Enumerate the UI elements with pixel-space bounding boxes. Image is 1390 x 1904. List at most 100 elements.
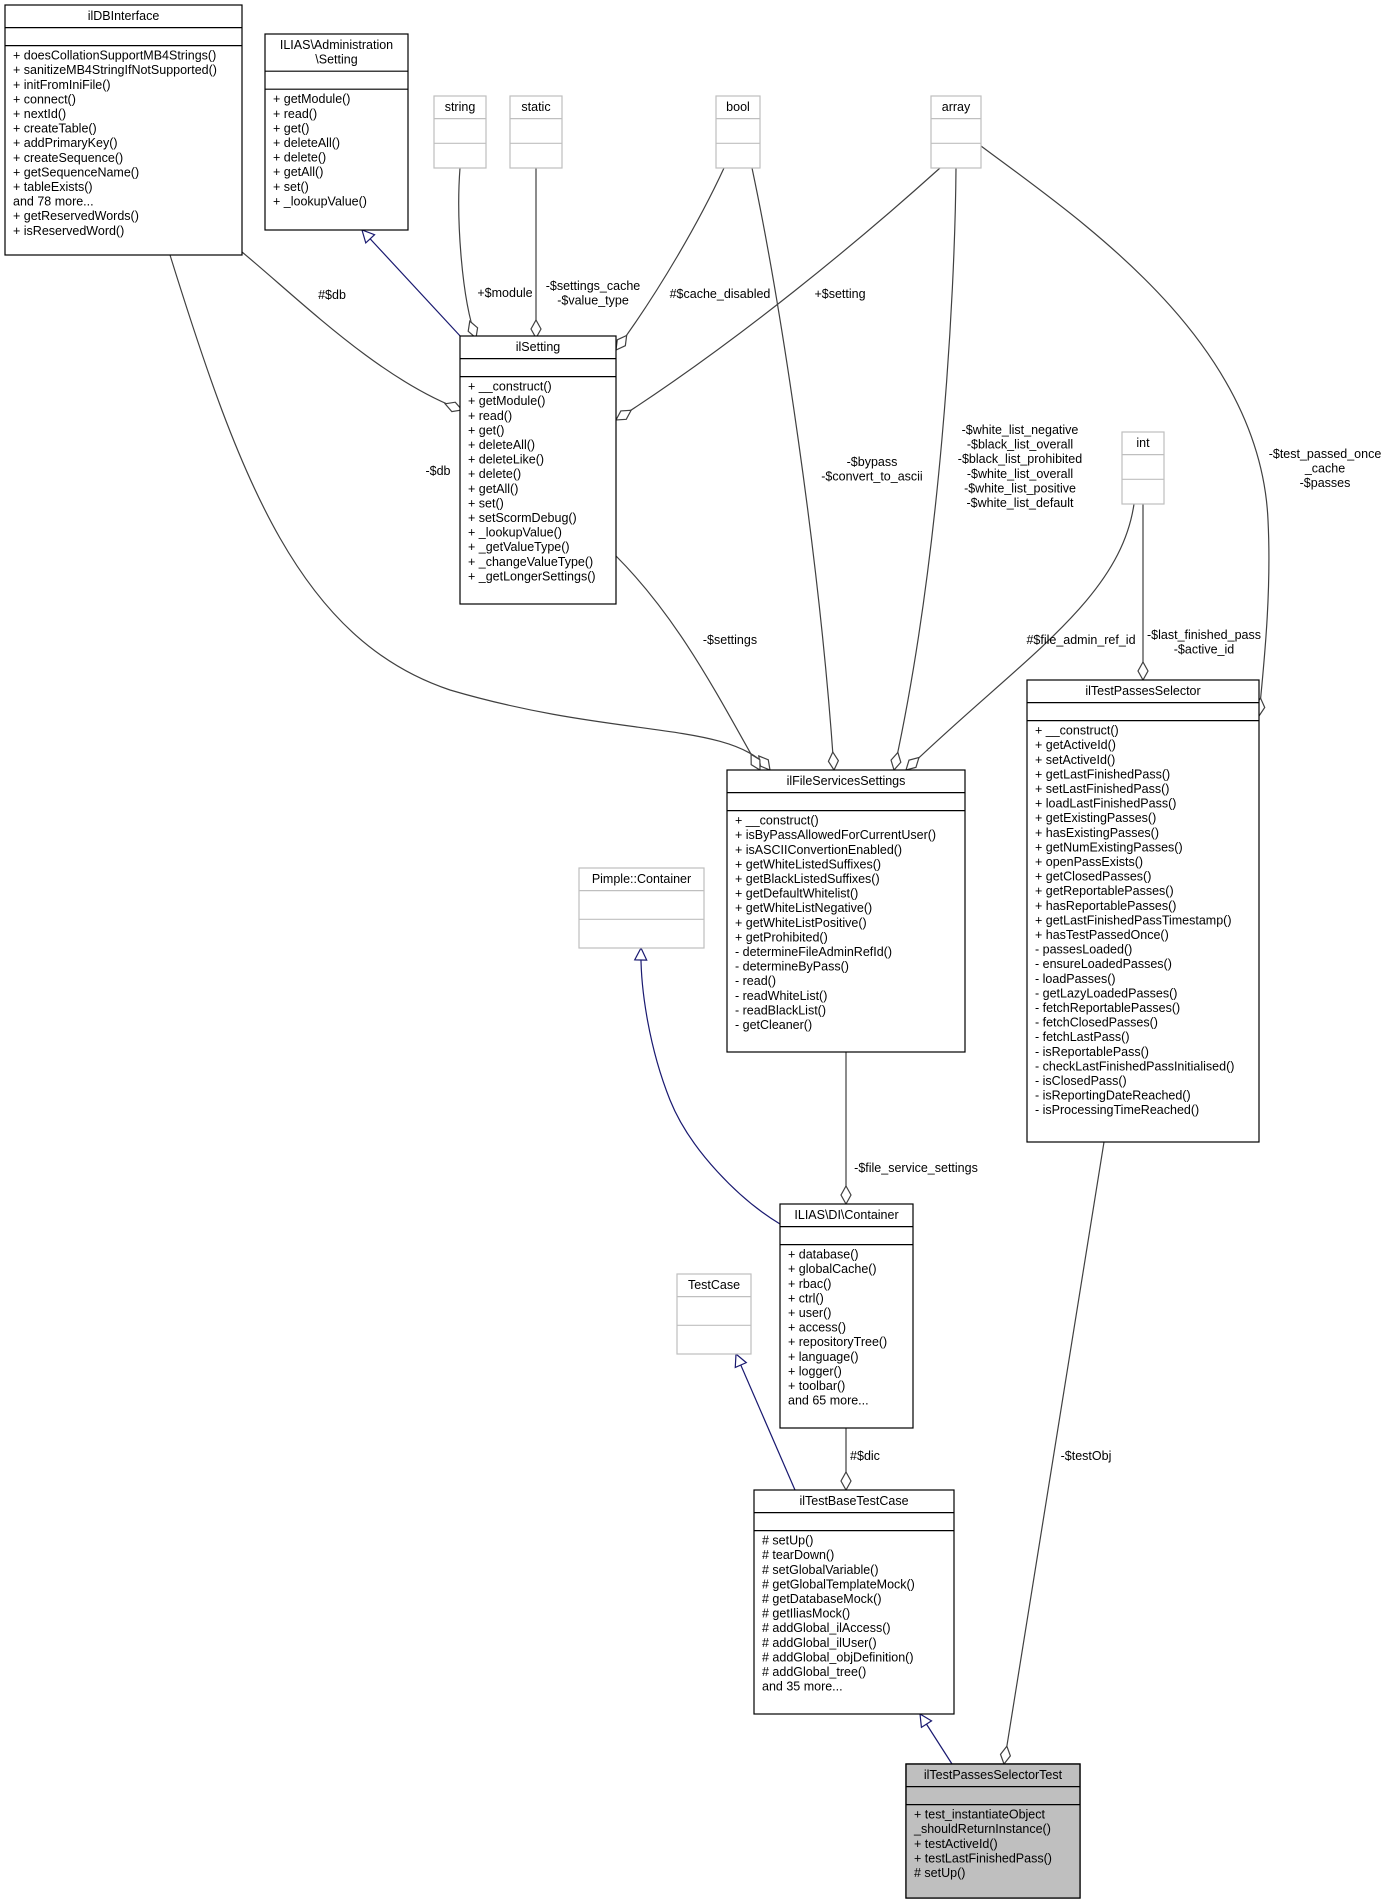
edge-array-to-ilTestPassesSelector (980, 145, 1270, 716)
class-method: + connect() (13, 92, 76, 106)
edge-label-db_to_setting: #$db (318, 288, 346, 302)
class-node-ilTestPassesSelector[interactable]: ilTestPassesSelector+ __construct()+ get… (1026, 679, 1260, 1143)
edge-label-white_list: -$white_list_negative (962, 423, 1079, 437)
class-box (578, 867, 705, 949)
class-node-TestCase[interactable]: TestCase (676, 1273, 752, 1355)
edge-label-bypass: -$bypass (847, 455, 898, 469)
class-method: - fetchLastPass() (1035, 1030, 1129, 1044)
class-box (4, 4, 243, 256)
class-body-fill (906, 1804, 1080, 1898)
class-method: + language() (788, 1350, 859, 1364)
edge-label-settings_cache: -$settings_cache (546, 279, 641, 293)
edge-bool-to-ilSetting (616, 167, 725, 350)
class-method: + getNumExistingPasses() (1035, 840, 1183, 854)
class-method: + ctrl() (788, 1291, 824, 1305)
class-method: - getLazyLoadedPasses() (1035, 986, 1177, 1000)
class-node-bool[interactable]: bool (715, 95, 761, 169)
edge-label-test_passed_once: -$test_passed_once (1269, 447, 1382, 461)
edge-passesSelector-to-test (1004, 1141, 1105, 1764)
class-method: + __construct() (468, 380, 552, 394)
class-title: bool (726, 100, 750, 114)
class-node-string[interactable]: string (433, 95, 487, 169)
class-method: # getGlobalTemplateMock() (762, 1577, 915, 1591)
class-method: # setUp() (762, 1534, 813, 1548)
class-method: - ensureLoadedPasses() (1035, 957, 1172, 971)
class-method: - passesLoaded() (1035, 943, 1132, 957)
class-node-int[interactable]: int (1121, 431, 1165, 505)
class-method: + isReservedWord() (13, 224, 124, 238)
class-title: ilFileServicesSettings (787, 774, 906, 788)
class-title: string (445, 100, 476, 114)
class-title: int (1136, 436, 1150, 450)
edge-label-bypass: -$convert_to_ascii (821, 470, 922, 484)
class-method: + getClosedPasses() (1035, 870, 1151, 884)
edge-ilSetting-to-ilFileServicesSettings (615, 555, 760, 770)
class-method: + createTable() (13, 122, 97, 136)
class-method: + hasReportablePasses() (1035, 899, 1176, 913)
edge-array-to-ilFileServicesSettings (894, 167, 957, 770)
class-node-ilTestBaseTestCase[interactable]: ilTestBaseTestCase # setUp()# tearDown() #… (753, 1489, 955, 1715)
class-title: ilTestBaseTestCase (799, 1494, 908, 1508)
class-node-ilTestPassesSelectorTest[interactable]: ilTestPassesSelectorTest+ test_instantia… (905, 1763, 1081, 1899)
edge-label-settings: -$settings (703, 633, 757, 647)
class-node-static[interactable]: static (509, 95, 563, 169)
class-method: + getReportablePasses() (1035, 884, 1174, 898)
class-method: + set() (468, 496, 504, 510)
class-method: + getModule() (468, 394, 545, 408)
class-method: + nextId() (13, 107, 66, 121)
class-method: + isASCIIConvertionEnabled() (735, 843, 902, 857)
class-method: + getModule() (273, 92, 350, 106)
edge-label-module: +$module (477, 286, 532, 300)
class-method: + doesCollationSupportMB4Strings() (13, 49, 216, 63)
edge-label-test_passed_once: -$passes (1300, 476, 1351, 490)
class-method: - isClosedPass() (1035, 1074, 1127, 1088)
class-title: ILIAS\Administration (280, 38, 393, 52)
edge-string-to-ilSetting (458, 167, 476, 338)
class-method: + getLastFinishedPassTimestamp() (1035, 913, 1232, 927)
class-method: - loadPasses() (1035, 972, 1116, 986)
class-method: + getLastFinishedPass() (1035, 767, 1170, 781)
class-method: + _lookupValue() (273, 194, 367, 208)
class-node-ilFileServicesSettings[interactable]: ilFileServicesSettings+ __construct()+ i… (726, 769, 966, 1053)
class-method: + getSequenceName() (13, 165, 139, 179)
class-node-ilSetting[interactable]: ilSetting+ __construct()+ getModule()+ r… (459, 335, 617, 605)
class-method: - fetchReportablePasses() (1035, 1001, 1180, 1015)
class-method: + tableExists() (13, 180, 93, 194)
class-method: + repositoryTree() (788, 1335, 887, 1349)
class-method: + initFromIniFile() (13, 78, 111, 92)
edge-label-last_finished_pass: -$last_finished_pass (1147, 628, 1261, 642)
class-method: + sanitizeMB4StringIfNotSupported() (13, 63, 217, 77)
class-box (1026, 679, 1260, 1143)
class-title: Pimple::Container (592, 872, 691, 886)
class-node-diContainer[interactable]: ILIAS\DI\Container+ database()+ globalCa… (779, 1203, 914, 1429)
edge-diContainer-extends-pimple (641, 948, 781, 1225)
class-box (753, 1489, 955, 1715)
class-method: - determineByPass() (735, 960, 849, 974)
class-node-adminSetting[interactable]: ILIAS\Administration\Setting+ getModule(… (264, 33, 409, 231)
class-method: + testActiveId() (914, 1837, 998, 1851)
class-title: static (521, 100, 550, 114)
class-method: + getAll() (468, 482, 518, 496)
class-method: # setUp() (914, 1866, 965, 1880)
class-node-ilDBInterface[interactable]: ilDBInterface + doesCollationSupportMB4St… (4, 4, 243, 256)
class-box (726, 769, 966, 1053)
edge-label-last_finished_pass: -$active_id (1174, 643, 1234, 657)
class-method: + _getLongerSettings() (468, 569, 596, 583)
class-method: # tearDown() (762, 1548, 834, 1562)
class-node-array[interactable]: array (930, 95, 982, 169)
class-method: + getBlackListedSuffixes() (735, 872, 880, 886)
class-title: ilTestPassesSelectorTest (924, 1768, 1063, 1782)
class-box (509, 95, 563, 169)
edge-label-setting: +$setting (814, 287, 865, 301)
class-title: ilDBInterface (88, 9, 160, 23)
class-method: + _lookupValue() (468, 526, 562, 540)
class-method: + delete() (468, 467, 521, 481)
edge-label-white_list: -$white_list_default (966, 496, 1074, 510)
class-method: + setLastFinishedPass() (1035, 782, 1169, 796)
class-box (676, 1273, 752, 1355)
class-method: - read() (735, 974, 776, 988)
class-method: + set() (273, 180, 309, 194)
class-method: # getIliasMock() (762, 1607, 850, 1621)
class-node-pimple[interactable]: Pimple::Container (578, 867, 705, 949)
class-method: - getCleaner() (735, 1018, 812, 1032)
